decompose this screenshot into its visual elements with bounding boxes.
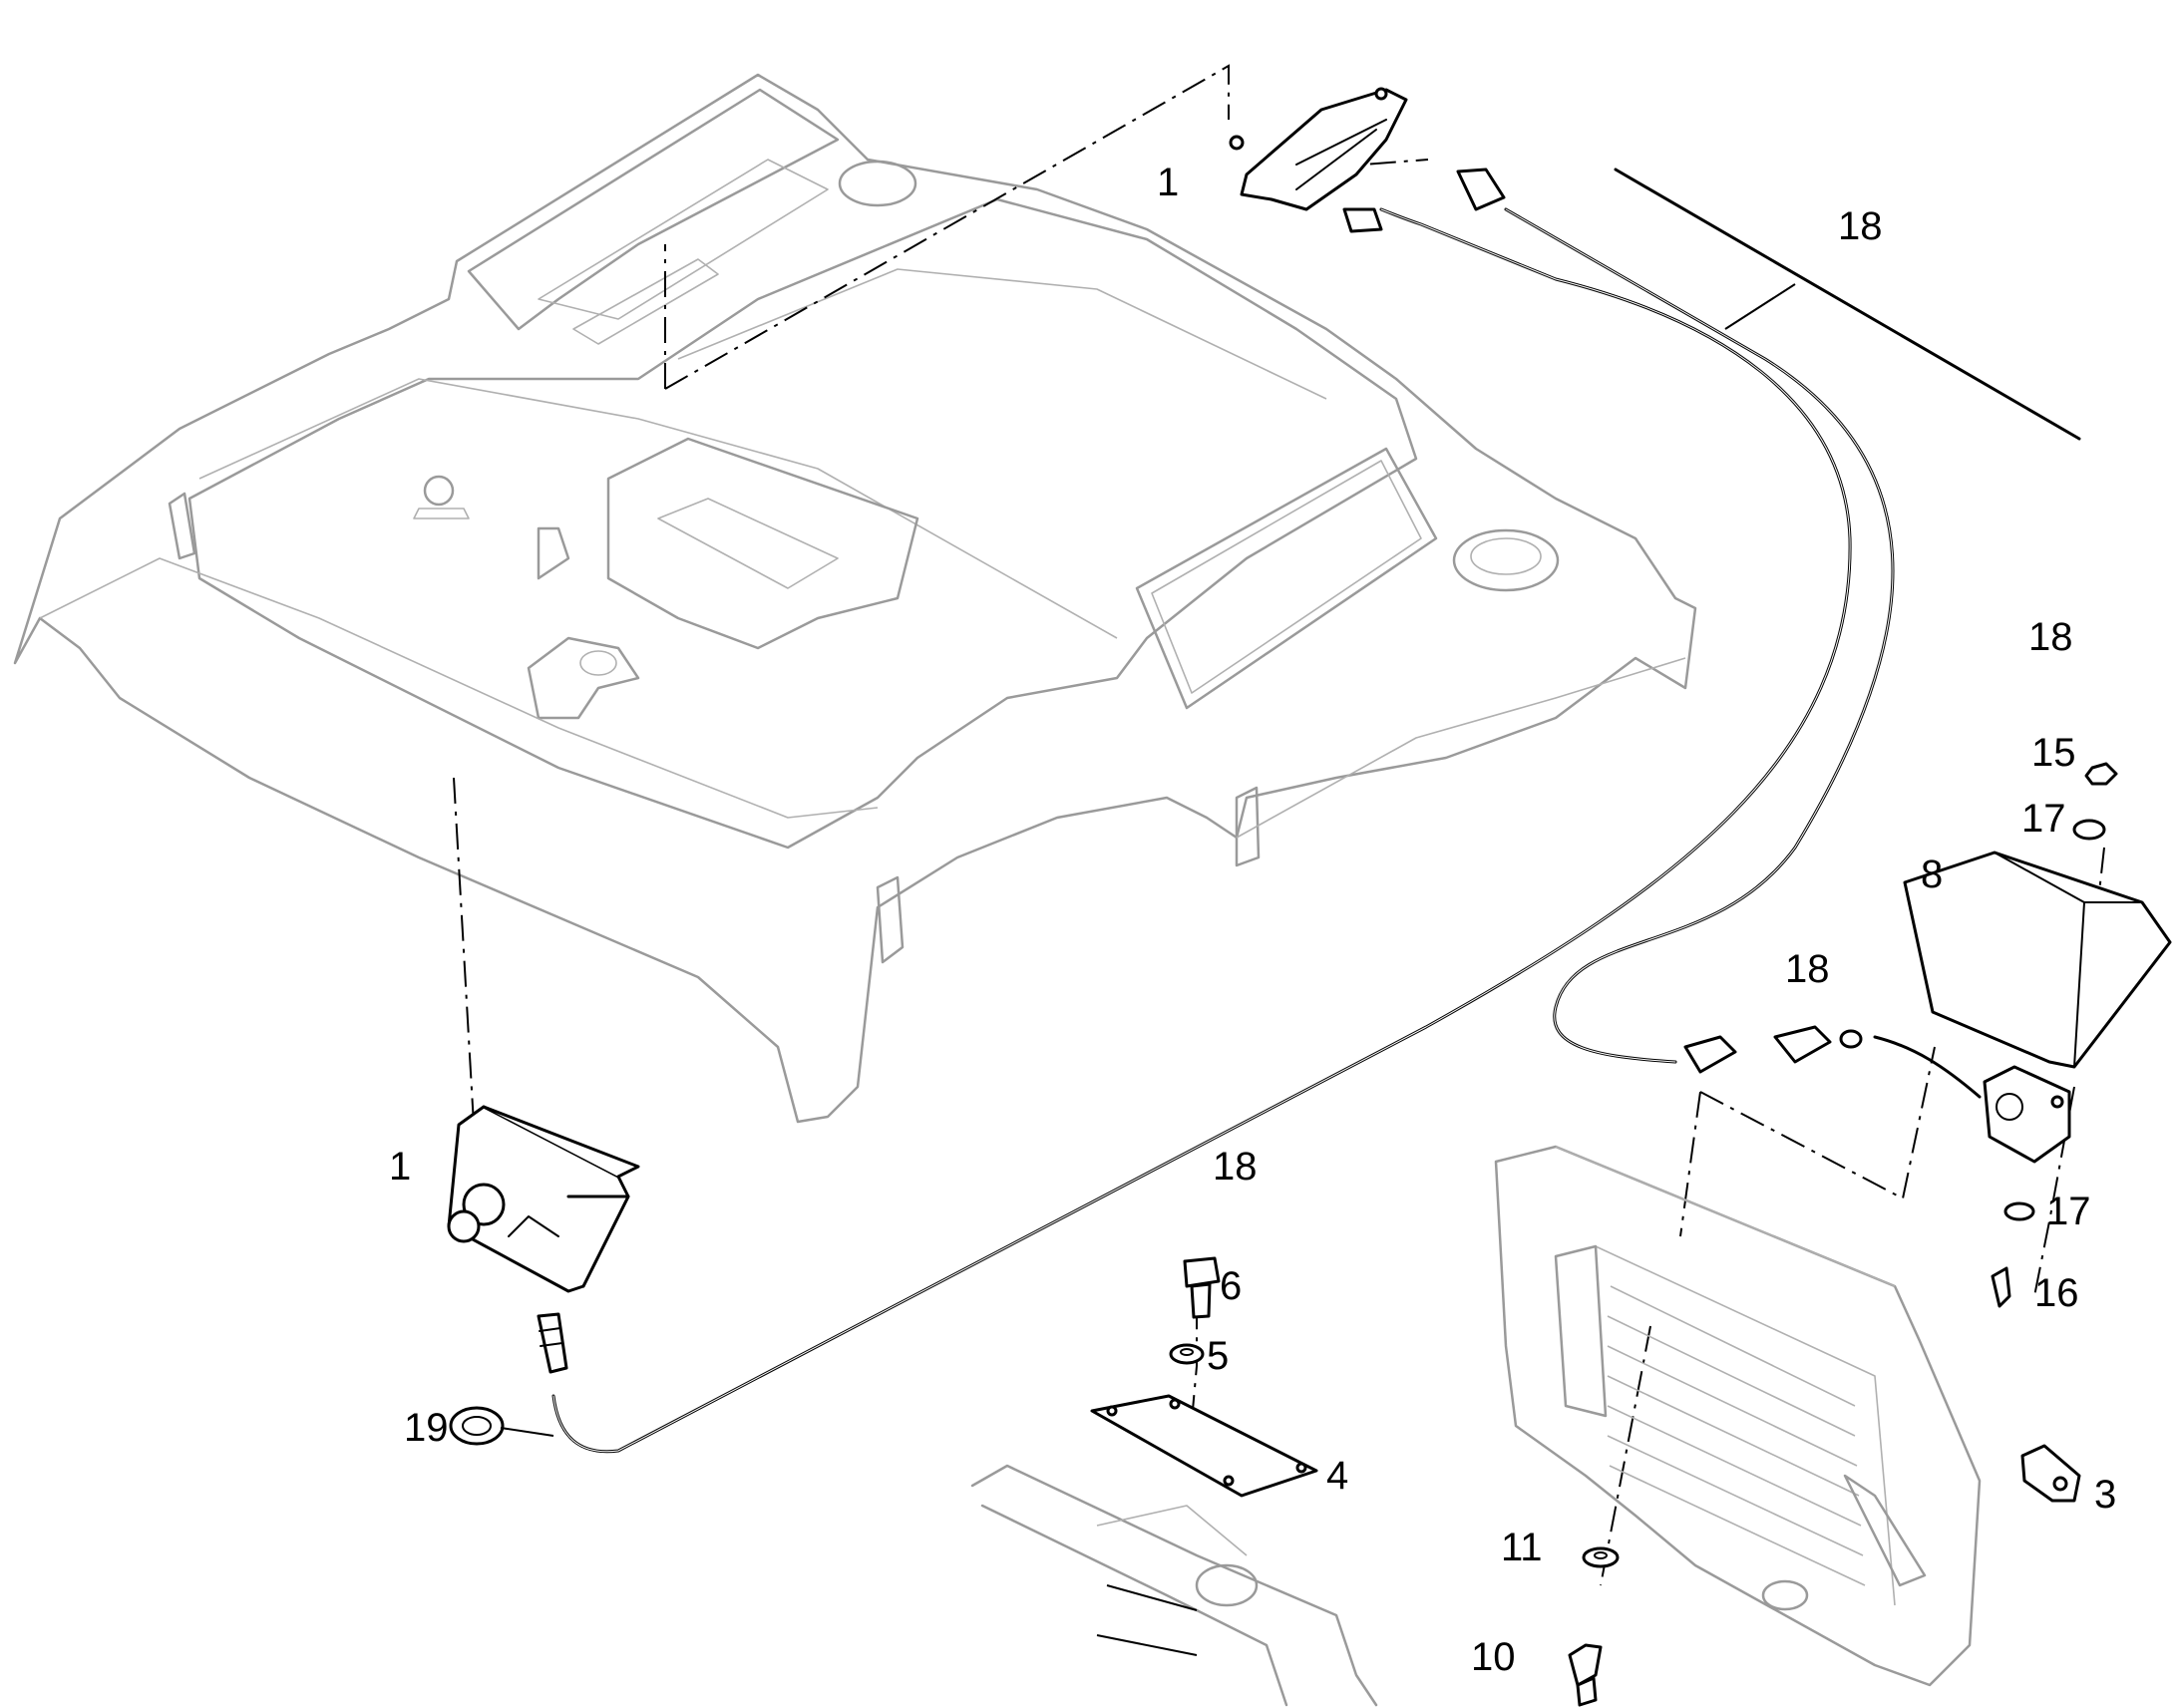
mounting-plate <box>1090 1394 1318 1498</box>
callout-18-top: 18 <box>1838 204 1883 248</box>
hood-section-outline <box>970 1464 1378 1707</box>
nut-15 <box>2084 762 2118 786</box>
bolt-10 <box>1568 1643 1603 1707</box>
washer-17-top <box>2072 819 2106 841</box>
camera-connector-right <box>1683 1025 1863 1074</box>
washer-11 <box>1582 1546 1620 1568</box>
grommet <box>449 1406 505 1446</box>
callout-18-right: 18 <box>1785 947 1830 991</box>
washer-17-bottom <box>2003 1201 2035 1221</box>
callout-1-top: 1 <box>1157 161 1179 204</box>
callout-18-mid: 18 <box>2028 615 2073 659</box>
cable-connector-top <box>1456 168 1506 211</box>
bolt-16 <box>1991 1266 2011 1308</box>
callout-8: 8 <box>1921 853 1943 896</box>
callout-15: 15 <box>2031 731 2076 775</box>
cab-roof-outline <box>13 73 1697 1124</box>
camera-unit-right <box>1983 1065 2071 1164</box>
callout-3: 3 <box>2094 1473 2116 1517</box>
camera-unit-left <box>447 1105 640 1293</box>
bolt <box>1183 1256 1221 1319</box>
callout-10: 10 <box>1471 1635 1516 1679</box>
bracket-3 <box>2020 1444 2081 1503</box>
callout-19: 19 <box>404 1406 449 1450</box>
assembly-leader-lines <box>453 64 2105 1586</box>
callout-16: 16 <box>2034 1271 2079 1315</box>
callout-17-bottom: 17 <box>2046 1190 2091 1233</box>
callout-4: 4 <box>1326 1454 1348 1498</box>
callout-1-left: 1 <box>389 1145 411 1189</box>
cable-harness <box>551 168 2081 1454</box>
grommet-leader <box>500 1427 554 1437</box>
camera-cover <box>1903 851 2172 1069</box>
front-grille-outline <box>1494 1145 1982 1687</box>
camera-connector-left <box>537 1312 568 1374</box>
washer-5 <box>1169 1343 1205 1365</box>
callout-18-bottom: 18 <box>1213 1145 1258 1189</box>
monitor-unit-top <box>1229 87 1408 233</box>
callout-6: 6 <box>1220 1264 1242 1308</box>
callout-11: 11 <box>1501 1526 1543 1569</box>
callout-17-top: 17 <box>2021 797 2066 841</box>
callout-5: 5 <box>1207 1334 1229 1378</box>
